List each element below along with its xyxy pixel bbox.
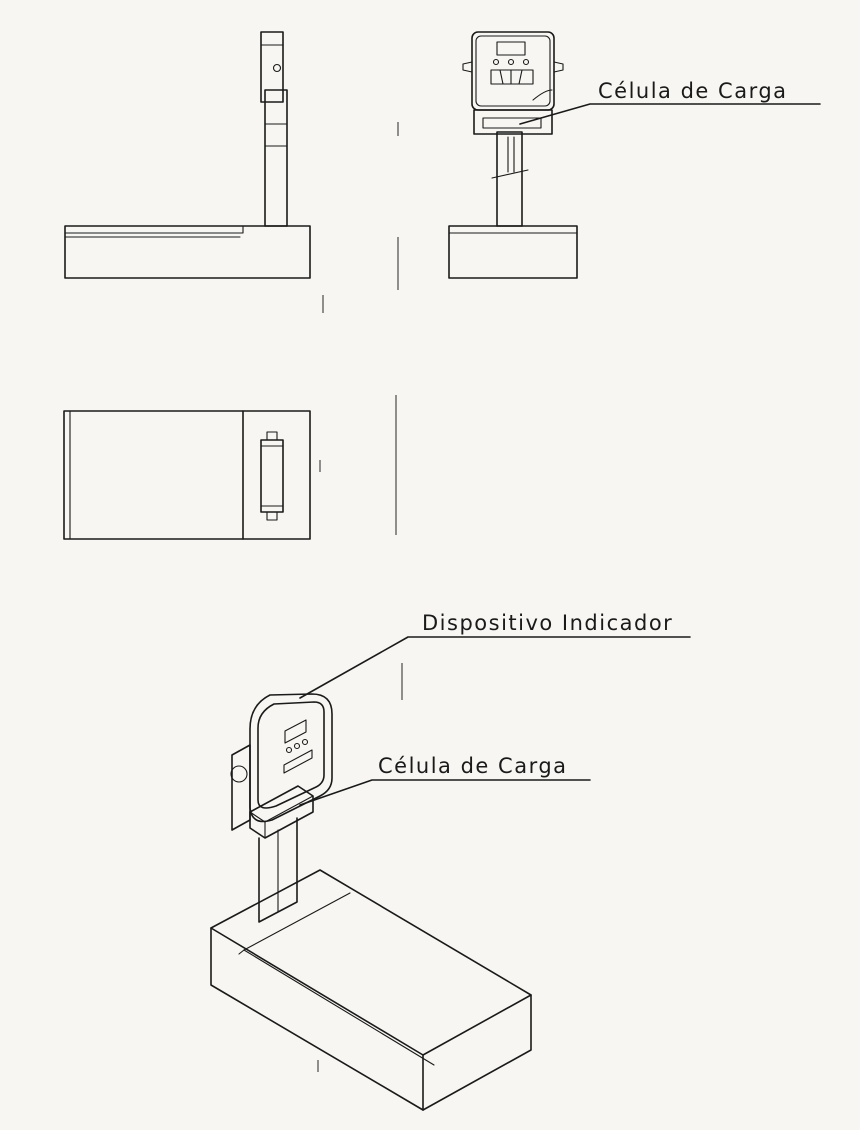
side-view xyxy=(64,31,311,279)
side-view-platform-edge xyxy=(64,225,244,234)
front-view-display xyxy=(496,41,526,56)
isometric-view xyxy=(210,693,532,1111)
side-view-knob xyxy=(272,63,282,73)
top-view-platform xyxy=(63,410,311,540)
front-view-base xyxy=(448,225,578,279)
callout-load-cell-top: Célula de Carga xyxy=(519,79,821,125)
front-view xyxy=(448,31,578,279)
callout-indicator: Dispositivo Indicador xyxy=(299,611,691,699)
iso-knob xyxy=(230,765,248,783)
side-view-indicator xyxy=(260,31,284,103)
iso-load-cell xyxy=(249,785,314,839)
load-cell-label-iso: Célula de Carga xyxy=(378,754,568,778)
top-view xyxy=(63,410,311,540)
front-view-column xyxy=(496,131,523,227)
callout-load-cell-iso: Célula de Carga xyxy=(299,754,591,806)
indicator-label: Dispositivo Indicador xyxy=(422,611,673,635)
load-cell-label-top: Célula de Carga xyxy=(598,79,788,103)
iso-indicator-housing xyxy=(249,693,333,823)
side-view-column xyxy=(264,89,288,227)
side-view-platform xyxy=(64,225,311,279)
iso-keypad xyxy=(283,749,313,774)
front-view-keypad xyxy=(490,69,534,85)
iso-display xyxy=(284,719,307,744)
front-view-load-cell xyxy=(473,109,553,135)
front-view-indicator xyxy=(471,31,555,111)
guide-lines xyxy=(317,122,403,1072)
top-view-load-cell xyxy=(260,439,284,513)
